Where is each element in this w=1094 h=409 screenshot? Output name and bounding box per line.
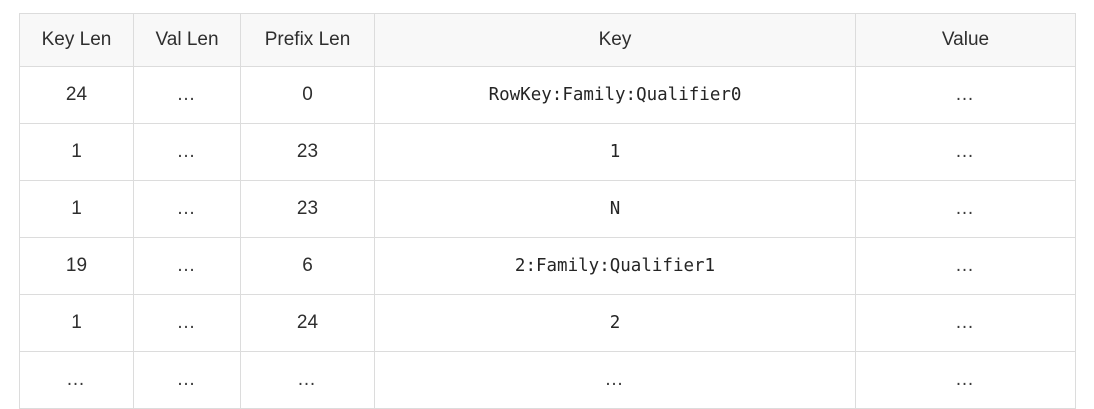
cell-prefix-len: 23 bbox=[240, 180, 375, 238]
cell-key-len: 1 bbox=[19, 123, 134, 181]
prefix-encoding-table: Key Len Val Len Prefix Len Key Value 24…… bbox=[19, 13, 1076, 409]
table-row: …………… bbox=[19, 351, 1076, 409]
cell-key: 1 bbox=[374, 123, 856, 181]
cell-key: N bbox=[374, 180, 856, 238]
cell-val-len: … bbox=[133, 180, 241, 238]
cell-value: … bbox=[855, 351, 1076, 409]
cell-key-len: … bbox=[19, 351, 134, 409]
cell-val-len: … bbox=[133, 237, 241, 295]
cell-val-len: … bbox=[133, 123, 241, 181]
cell-value: … bbox=[855, 123, 1076, 181]
column-header-key-len: Key Len bbox=[19, 13, 134, 67]
cell-val-len: … bbox=[133, 66, 241, 124]
cell-key: RowKey:Family:Qualifier0 bbox=[374, 66, 856, 124]
cell-key-len: 19 bbox=[19, 237, 134, 295]
cell-key-len: 1 bbox=[19, 180, 134, 238]
cell-value: … bbox=[855, 180, 1076, 238]
column-header-key: Key bbox=[374, 13, 856, 67]
column-header-val-len: Val Len bbox=[133, 13, 241, 67]
column-header-value: Value bbox=[855, 13, 1076, 67]
header-row: Key Len Val Len Prefix Len Key Value bbox=[19, 13, 1076, 67]
cell-prefix-len: 23 bbox=[240, 123, 375, 181]
cell-prefix-len: 6 bbox=[240, 237, 375, 295]
cell-prefix-len: 24 bbox=[240, 294, 375, 352]
cell-val-len: … bbox=[133, 294, 241, 352]
cell-value: … bbox=[855, 66, 1076, 124]
cell-key: … bbox=[374, 351, 856, 409]
cell-value: … bbox=[855, 294, 1076, 352]
cell-key: 2 bbox=[374, 294, 856, 352]
cell-prefix-len: … bbox=[240, 351, 375, 409]
cell-value: … bbox=[855, 237, 1076, 295]
cell-key-len: 24 bbox=[19, 66, 134, 124]
column-header-prefix-len: Prefix Len bbox=[240, 13, 375, 67]
cell-key: 2:Family:Qualifier1 bbox=[374, 237, 856, 295]
cell-prefix-len: 0 bbox=[240, 66, 375, 124]
cell-val-len: … bbox=[133, 351, 241, 409]
cell-key-len: 1 bbox=[19, 294, 134, 352]
